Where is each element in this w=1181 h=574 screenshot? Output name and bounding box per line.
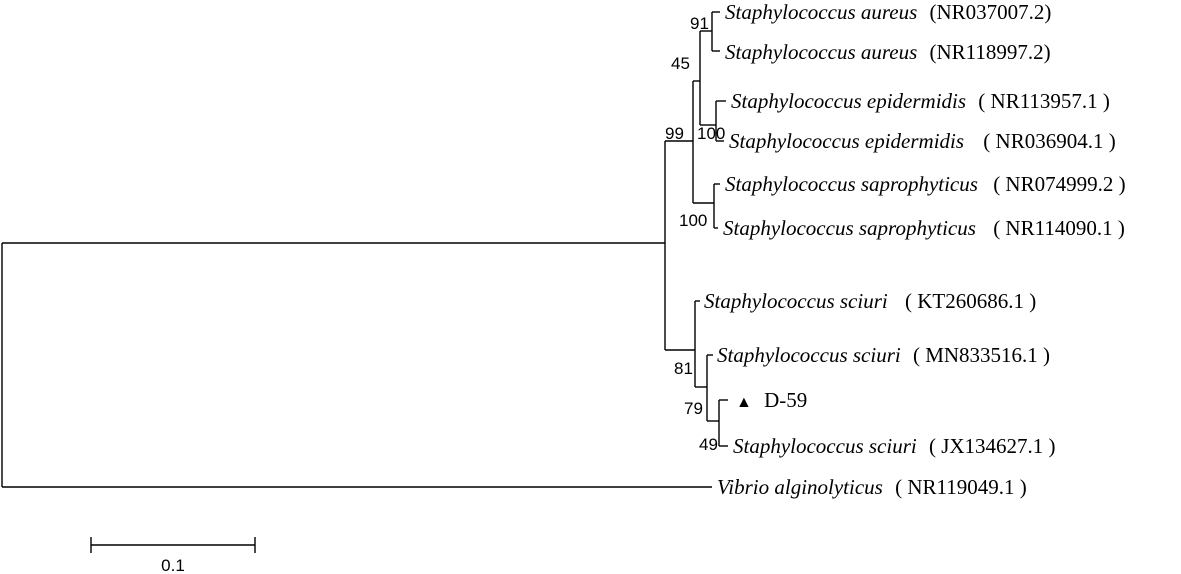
scale-bar: 0.1 bbox=[90, 537, 256, 574]
bootstrap-label: 100 bbox=[697, 124, 725, 143]
bootstrap-label: 99 bbox=[665, 124, 684, 143]
accession-number: ( NR074999.2 ) bbox=[993, 172, 1125, 196]
species-name: Staphylococcus epidermidis bbox=[729, 129, 964, 153]
species-name: Staphylococcus sciuri bbox=[717, 343, 901, 367]
accession-number: (NR037007.2) bbox=[930, 0, 1052, 24]
triangle-marker-icon: ▲ bbox=[736, 394, 752, 411]
taxon-label: Staphylococcus saprophyticus ( NR114090.… bbox=[723, 216, 1125, 240]
taxon-label: Staphylococcus epidermidis ( NR113957.1 … bbox=[731, 89, 1110, 113]
accession-number: ( JX134627.1 ) bbox=[929, 434, 1056, 458]
accession-number: ( NR119049.1 ) bbox=[895, 475, 1027, 499]
species-name: Staphylococcus sciuri bbox=[733, 434, 917, 458]
accession-number: ( MN833516.1 ) bbox=[913, 343, 1050, 367]
species-name: Vibrio alginolyticus bbox=[717, 475, 883, 499]
bootstrap-label: 45 bbox=[671, 54, 690, 73]
accession-number: ( NR114090.1 ) bbox=[993, 216, 1125, 240]
bootstrap-values: 91 45 100 99 100 81 79 49 bbox=[665, 14, 725, 454]
taxon-label: Staphylococcus sciuri ( KT260686.1 ) bbox=[704, 289, 1036, 313]
isolate-name: D-59 bbox=[764, 388, 807, 412]
species-name: Staphylococcus aureus bbox=[725, 40, 917, 64]
accession-number: ( NR036904.1 ) bbox=[983, 129, 1115, 153]
taxon-label: Staphylococcus saprophyticus ( NR074999.… bbox=[725, 172, 1126, 196]
taxon-label-d59: ▲ D-59 bbox=[736, 388, 807, 412]
species-name: Staphylococcus saprophyticus bbox=[725, 172, 978, 196]
taxon-label: Staphylococcus sciuri ( JX134627.1 ) bbox=[733, 434, 1056, 458]
species-name: Staphylococcus saprophyticus bbox=[723, 216, 976, 240]
bootstrap-label: 79 bbox=[684, 399, 703, 418]
taxon-labels: Staphylococcus aureus (NR037007.2) Staph… bbox=[704, 0, 1126, 499]
taxon-label: Staphylococcus sciuri ( MN833516.1 ) bbox=[717, 343, 1050, 367]
species-name: Staphylococcus epidermidis bbox=[731, 89, 966, 113]
accession-number: ( NR113957.1 ) bbox=[978, 89, 1110, 113]
scale-bar-label: 0.1 bbox=[161, 556, 185, 574]
taxon-label: Vibrio alginolyticus ( NR119049.1 ) bbox=[717, 475, 1027, 499]
bootstrap-label: 49 bbox=[699, 435, 718, 454]
taxon-label: Staphylococcus aureus (NR037007.2) bbox=[725, 0, 1051, 24]
species-name: Staphylococcus aureus bbox=[725, 0, 917, 24]
accession-number: ( KT260686.1 ) bbox=[905, 289, 1036, 313]
species-name: Staphylococcus sciuri bbox=[704, 289, 888, 313]
bootstrap-label: 100 bbox=[679, 211, 707, 230]
tree-branches bbox=[1, 11, 728, 488]
accession-number: (NR118997.2) bbox=[930, 40, 1051, 64]
taxon-label: Staphylococcus epidermidis ( NR036904.1 … bbox=[729, 129, 1116, 153]
bootstrap-label: 81 bbox=[674, 359, 693, 378]
taxon-label: Staphylococcus aureus (NR118997.2) bbox=[725, 40, 1051, 64]
bootstrap-label: 91 bbox=[690, 14, 709, 33]
